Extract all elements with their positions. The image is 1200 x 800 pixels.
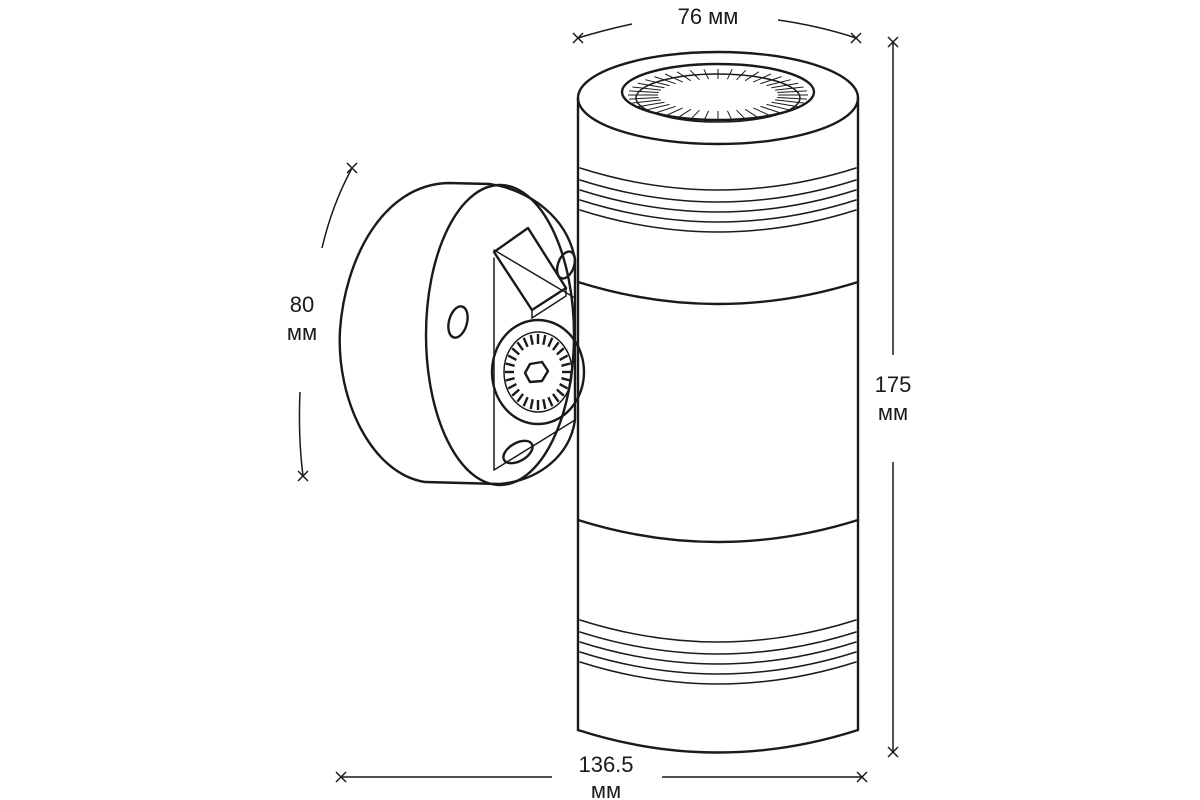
- gear-tooth: [542, 334, 547, 345]
- lens-rib: [629, 90, 659, 93]
- lens-rib: [726, 69, 733, 80]
- gear-tooth: [556, 347, 565, 356]
- gear-tooth: [507, 354, 517, 361]
- dimension-base-diameter: 80 мм: [287, 162, 358, 482]
- lens-rib: [777, 97, 807, 100]
- dimension-base-unit: мм: [287, 320, 317, 345]
- gear-tooth: [552, 393, 560, 403]
- lens-rib: [632, 99, 661, 104]
- lens-rib: [736, 69, 747, 81]
- gear-tooth: [529, 334, 534, 345]
- dimension-width-top: 76 мм: [572, 4, 862, 44]
- dimension-width-label: 76 мм: [678, 4, 739, 29]
- gear-tooth: [505, 362, 515, 367]
- lens-rib: [637, 82, 665, 89]
- lens-rib: [676, 108, 692, 119]
- lens-rib: [775, 99, 804, 104]
- dimension-height-right: 175 мм: [875, 36, 912, 758]
- lens-rib: [664, 107, 683, 117]
- gear-tooth: [542, 399, 547, 410]
- gear-tooth: [559, 354, 569, 361]
- dimension-depth-label: 136.5: [578, 752, 633, 777]
- gear-tooth: [507, 383, 517, 390]
- gear-tooth: [556, 388, 565, 397]
- lens-rib: [689, 109, 700, 121]
- gear-tooth: [529, 399, 534, 410]
- lens-rib: [775, 86, 804, 91]
- gear-tooth: [511, 347, 520, 356]
- gear-tooth: [505, 377, 515, 382]
- adjustment-gear: [490, 318, 586, 426]
- lens-rib: [629, 97, 659, 100]
- lens-rib: [703, 69, 710, 80]
- lens-rib: [760, 105, 782, 114]
- gear-tooth: [547, 396, 554, 407]
- lens-rib: [766, 79, 791, 87]
- lens-rib: [777, 90, 807, 93]
- lens-rib: [736, 109, 747, 121]
- lens-rib: [771, 82, 799, 89]
- dimension-depth-unit: мм: [591, 778, 621, 800]
- lens-rib: [689, 69, 700, 81]
- lens-rib: [760, 76, 782, 85]
- gear-tooth: [511, 388, 520, 397]
- bottom-ring-grooves: [579, 619, 857, 685]
- gear-tooth: [552, 341, 560, 351]
- lens-rib: [664, 73, 683, 83]
- gear-tooth: [522, 396, 529, 407]
- dimension-depth-bottom: 136.5 мм: [335, 752, 868, 800]
- lens-rib: [744, 108, 760, 119]
- lens-rib: [676, 71, 692, 82]
- top-ring-grooves: [579, 167, 857, 233]
- dimension-height-label: 175: [875, 372, 912, 397]
- lens-rib: [645, 79, 670, 87]
- lens-rib: [753, 73, 772, 83]
- dimension-base-label: 80: [290, 292, 314, 317]
- gear-tooth: [561, 377, 571, 382]
- dimension-height-unit: мм: [878, 400, 908, 425]
- gear-tooth: [516, 393, 524, 403]
- lens-rib: [637, 101, 665, 108]
- gear-tooth: [516, 341, 524, 351]
- gear-tooth: [559, 383, 569, 390]
- lens-rib: [766, 103, 791, 111]
- lens-rib: [654, 76, 676, 85]
- gear-tooth: [522, 337, 529, 348]
- lens-rib: [632, 86, 661, 91]
- wall-mount-base: [338, 181, 586, 487]
- lens-rib: [771, 101, 799, 108]
- cylinder-body: [576, 50, 860, 754]
- lens-rib: [744, 71, 760, 82]
- gear-tooth: [561, 362, 571, 367]
- lens-rib: [726, 110, 733, 121]
- lens-rib: [654, 105, 676, 114]
- gear-tooth: [547, 337, 554, 348]
- lens-rib: [753, 107, 772, 117]
- lens-rib: [703, 110, 710, 121]
- lens-rib: [645, 103, 670, 111]
